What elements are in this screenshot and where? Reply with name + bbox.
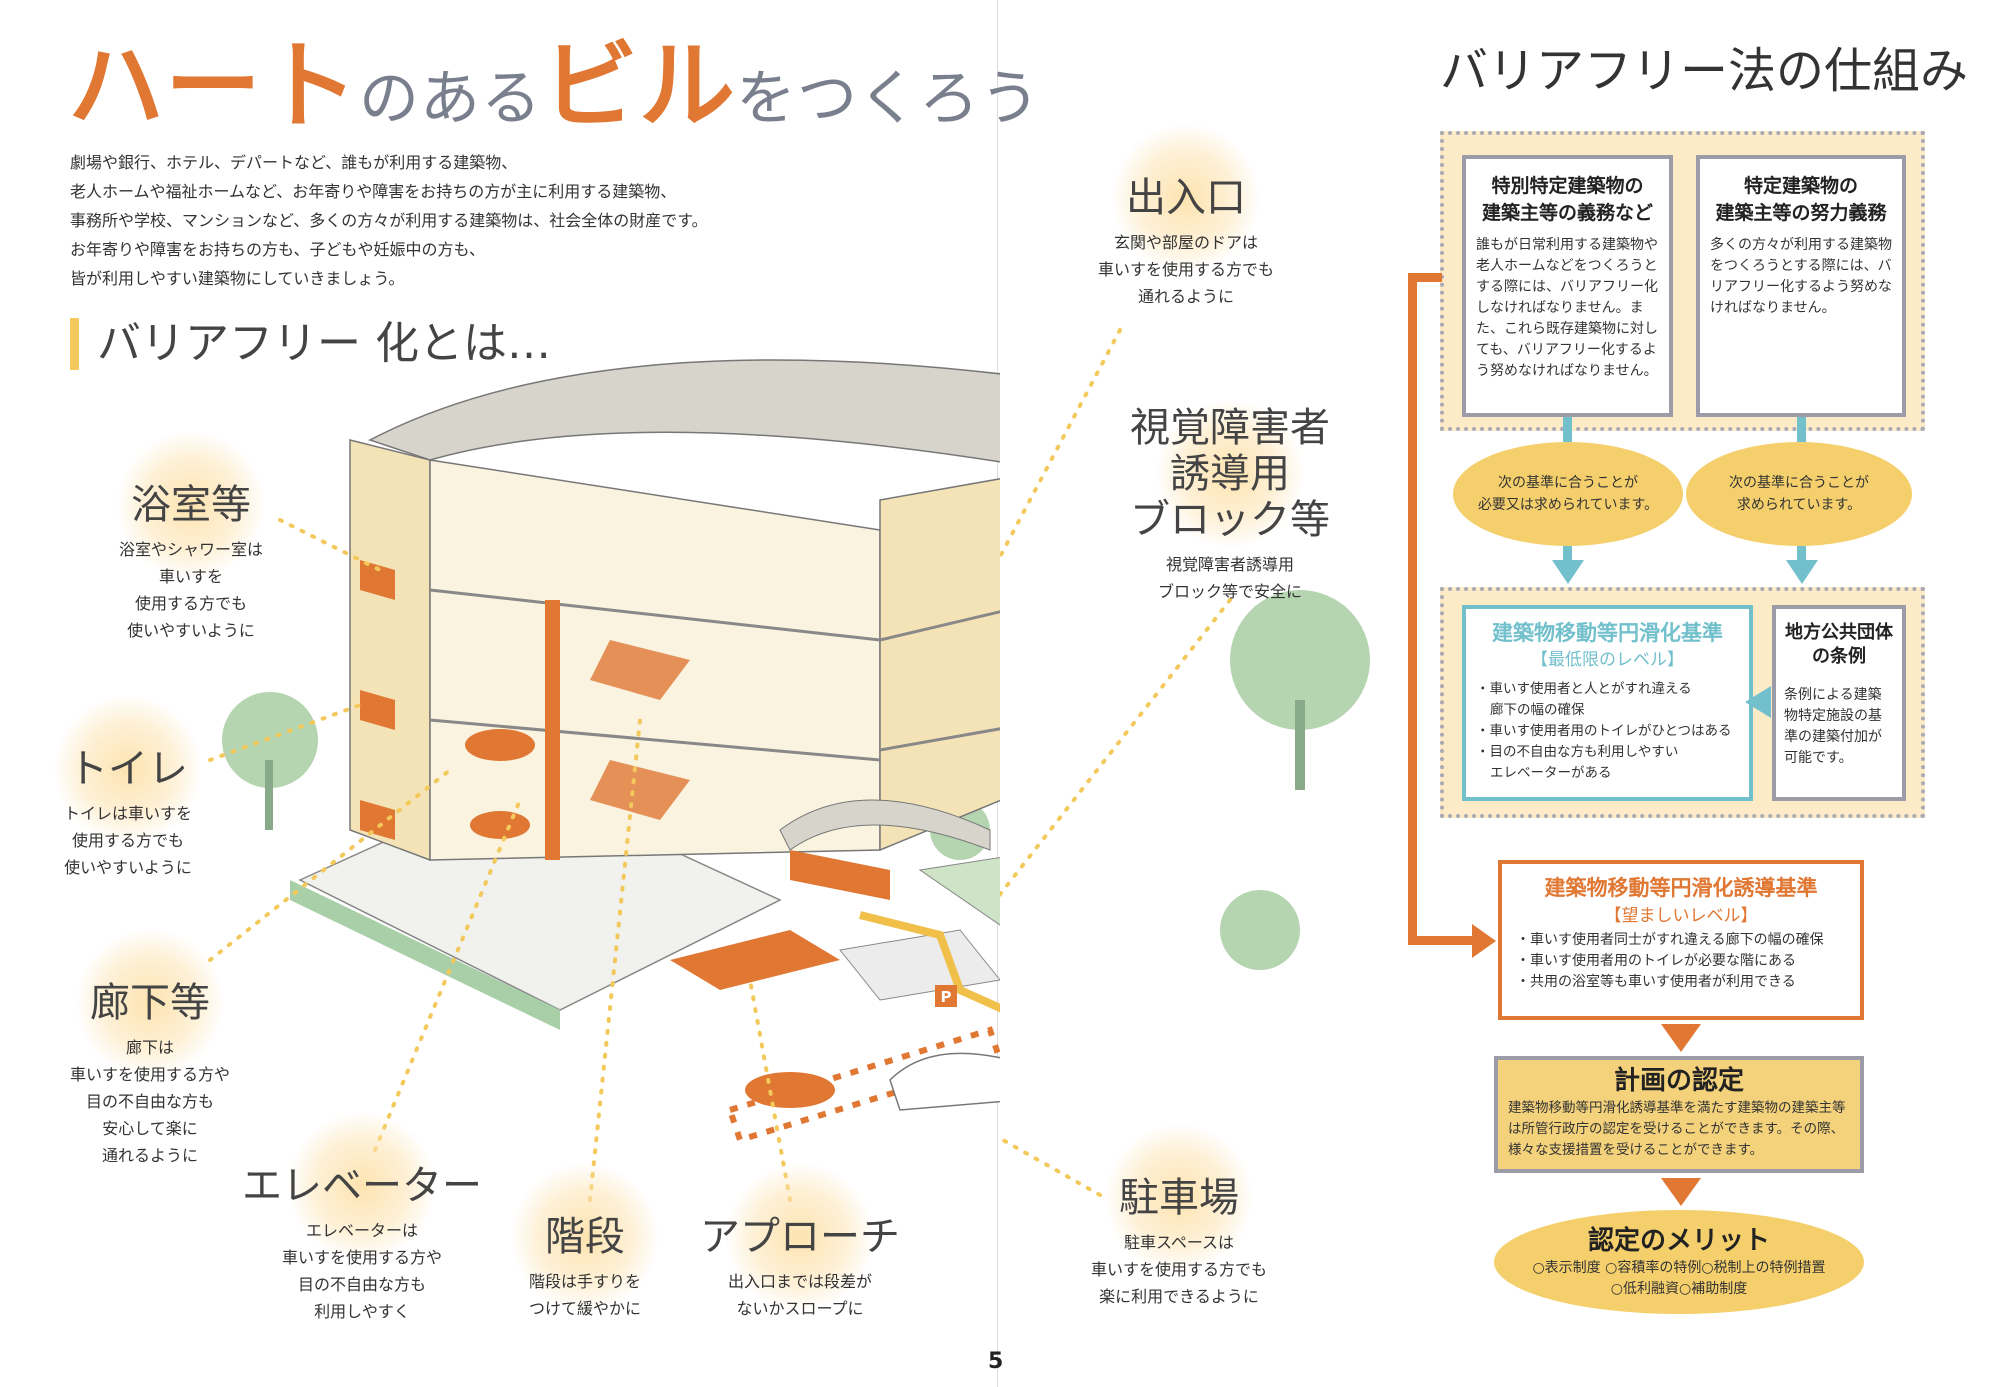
label-desc: エレベーターは車いすを使用する方や目の不自由な方も利用しやすく bbox=[281, 1221, 442, 1321]
connector bbox=[1563, 417, 1572, 442]
box-specified-buildings: 特定建築物の建築主等の努力義務 多くの方々が利用する建築物をつくろうとする際には… bbox=[1696, 155, 1906, 417]
building-illustration: P bbox=[208, 359, 1000, 1202]
intro-line: お年寄りや障害をお持ちの方も、子どもや妊娠中の方も、 bbox=[70, 240, 486, 259]
trees bbox=[1220, 590, 1370, 970]
label-title: 出入口 bbox=[1098, 175, 1274, 221]
merit-line: ○低利融資○補助制度 bbox=[1610, 1281, 1748, 1297]
intro-line: 劇場や銀行、ホテル、デパートなど、誰もが利用する建築物、 bbox=[70, 153, 518, 172]
list-item: 目の不自由な方も利用しやすい bbox=[1476, 742, 1739, 763]
induce-standard-box: 建築物移動等円滑化誘導基準 【望ましいレベル】 車いす使用者同士がすれ違える廊下… bbox=[1498, 860, 1864, 1020]
min-standard-level: 【最低限のレベル】 bbox=[1531, 650, 1684, 670]
list-item: エレベーターがある bbox=[1490, 765, 1612, 781]
label-title: 視覚障害者誘導用ブロック等 bbox=[1130, 405, 1330, 543]
connector bbox=[1797, 417, 1806, 442]
flow-line bbox=[1408, 273, 1442, 282]
label-desc: 階段は手すりをつけて緩やかに bbox=[528, 1272, 642, 1318]
approach-ramp bbox=[670, 911, 1000, 1013]
building-illustration-right bbox=[1000, 328, 1370, 1197]
label-desc: 浴室やシャワー室は車いすを使用する方でも使いやすいように bbox=[118, 540, 264, 640]
arrow-down-icon bbox=[1552, 560, 1584, 584]
label-desc: 駐車スペースは車いすを使用する方でも楽に利用できるように bbox=[1090, 1233, 1268, 1306]
list-item: 車いす使用者用のトイレが必要な階にある bbox=[1516, 951, 1846, 972]
label-title: 廊下等 bbox=[70, 980, 230, 1026]
arrow-down-icon bbox=[1661, 1178, 1701, 1206]
title-building: ビル bbox=[542, 30, 736, 142]
intro-line: 老人ホームや福祉ホームなど、お年寄りや障害をお持ちの方が主に利用する建築物、 bbox=[70, 182, 677, 201]
box-heading: 特別特定建築物の建築主等の義務など bbox=[1481, 175, 1653, 224]
label-tactile-blocks: 視覚障害者誘導用ブロック等視覚障害者誘導用ブロック等で安全に bbox=[1130, 405, 1330, 605]
label-title: エレベーター bbox=[242, 1163, 482, 1209]
certification-text: 建築物移動等円滑化誘導基準を満たす建築物の建築主等は所管行政庁の認定を受けること… bbox=[1508, 1100, 1846, 1158]
certification-box: 計画の認定 建築物移動等円滑化誘導基準を満たす建築物の建築主等は所管行政庁の認定… bbox=[1494, 1056, 1864, 1173]
label-stairs: 階段階段は手すりをつけて緩やかに bbox=[529, 1214, 641, 1322]
label-toilet: トイレトイレは車いすを使用する方でも使いやすいように bbox=[64, 746, 192, 881]
list-item: 共用の浴室等も車いす使用者が利用できる bbox=[1516, 972, 1846, 993]
flow-line bbox=[1408, 936, 1478, 945]
connector bbox=[1563, 546, 1572, 564]
box-heading: 地方公共団体の条例 bbox=[1785, 622, 1893, 667]
local-ordinance-box: 地方公共団体の条例 条例による建築物特定施設の基準の建築付加が可能です。 bbox=[1772, 605, 1906, 801]
box-heading: 特定建築物の建築主等の努力義務 bbox=[1715, 175, 1887, 224]
box-text: 誰もが日常利用する建築物や老人ホームなどをつくろうとする際には、バリアフリー化し… bbox=[1476, 237, 1658, 379]
merit-line: ○表示制度 ○容積率の特例○税制上の特例措置 bbox=[1532, 1260, 1826, 1276]
title-part: のある bbox=[359, 64, 542, 134]
label-title: 駐車場 bbox=[1091, 1175, 1267, 1221]
title-part: をつくろう bbox=[736, 64, 1041, 134]
title-heart: ハート bbox=[68, 30, 359, 142]
label-desc: 玄関や部屋のドアは車いすを使用する方でも通れるように bbox=[1097, 233, 1275, 306]
label-bathroom: 浴室等浴室やシャワー室は車いすを使用する方でも使いやすいように bbox=[119, 482, 263, 644]
arrow-left-icon bbox=[1745, 686, 1771, 718]
label-corridor: 廊下等廊下は車いすを使用する方や目の不自由な方も安心して楽に通れるように bbox=[70, 980, 230, 1169]
leader-lines bbox=[1000, 328, 1232, 1197]
label-title: アプローチ bbox=[700, 1214, 900, 1260]
building bbox=[349, 359, 1000, 900]
label-title: 浴室等 bbox=[119, 482, 263, 528]
label-desc: 廊下は車いすを使用する方や目の不自由な方も安心して楽に通れるように bbox=[69, 1038, 231, 1165]
min-standard-list: 車いす使用者と人とがすれ違える 廊下の幅の確保 車いす使用者用のトイレがひとつは… bbox=[1476, 679, 1739, 784]
page-number: 5 bbox=[988, 1349, 1004, 1374]
requirement-ellipse-1: 次の基準に合うことが必要又は求められています。 bbox=[1453, 442, 1683, 546]
label-parking: 駐車場駐車スペースは車いすを使用する方でも楽に利用できるように bbox=[1091, 1175, 1267, 1310]
label-approach: アプローチ出入口までは段差がないかスロープに bbox=[700, 1214, 900, 1322]
law-title: バリアフリー法の仕組み bbox=[1440, 43, 1969, 99]
parking-sign: P bbox=[941, 988, 952, 1006]
list-item: 車いす使用者用のトイレがひとつはある bbox=[1476, 721, 1739, 742]
merit-ellipse: 認定のメリット ○表示制度 ○容積率の特例○税制上の特例措置 ○低利融資○補助制… bbox=[1494, 1210, 1864, 1314]
list-item: 車いす使用者同士がすれ違える廊下の幅の確保 bbox=[1516, 930, 1846, 951]
label-entrance: 出入口玄関や部屋のドアは車いすを使用する方でも通れるように bbox=[1098, 175, 1274, 310]
label-desc: 出入口までは段差がないかスロープに bbox=[727, 1272, 872, 1318]
intro-text: 劇場や銀行、ホテル、デパートなど、誰もが利用する建築物、 老人ホームや福祉ホーム… bbox=[70, 148, 708, 293]
arrow-down-icon bbox=[1661, 1024, 1701, 1052]
arrow-right-icon bbox=[1472, 924, 1496, 958]
label-title: 階段 bbox=[529, 1214, 641, 1260]
min-standard-box: 建築物移動等円滑化基準 【最低限のレベル】 車いす使用者と人とがすれ違える 廊下… bbox=[1462, 605, 1753, 801]
box-special-buildings: 特別特定建築物の建築主等の義務など 誰もが日常利用する建築物や老人ホームなどをつ… bbox=[1462, 155, 1673, 417]
list-item: 車いす使用者と人とがすれ違える bbox=[1476, 679, 1739, 700]
box-text: 条例による建築物特定施設の基準の建築付加が可能です。 bbox=[1784, 687, 1882, 766]
section-heading: バリアフリー 化とは… bbox=[70, 318, 551, 370]
connector bbox=[1797, 546, 1806, 564]
induce-standard-list: 車いす使用者同士がすれ違える廊下の幅の確保 車いす使用者用のトイレが必要な階にあ… bbox=[1516, 930, 1846, 993]
flow-line bbox=[1408, 273, 1417, 945]
induce-standard-level: 【望ましいレベル】 bbox=[1604, 906, 1758, 926]
min-standard-heading: 建築物移動等円滑化基準 bbox=[1492, 621, 1723, 645]
arrow-down-icon bbox=[1786, 560, 1818, 584]
label-elevator: エレベーターエレベーターは車いすを使用する方や目の不自由な方も利用しやすく bbox=[242, 1163, 482, 1325]
requirement-ellipse-2: 次の基準に合うことが求められています。 bbox=[1686, 442, 1912, 546]
label-desc: トイレは車いすを使用する方でも使いやすいように bbox=[63, 804, 193, 877]
parking-area: P bbox=[726, 985, 1000, 1144]
label-title: トイレ bbox=[64, 746, 192, 792]
intro-line: 皆が利用しやすい建築物にしていきましょう。 bbox=[70, 269, 405, 288]
box-text: 多くの方々が利用する建築物をつくろうとする際には、バリアフリー化するよう努めなけ… bbox=[1710, 237, 1892, 316]
list-item: 廊下の幅の確保 bbox=[1490, 702, 1585, 718]
label-desc: 視覚障害者誘導用ブロック等で安全に bbox=[1157, 555, 1302, 601]
page-title: ハートのあるビルをつくろう bbox=[68, 36, 1041, 136]
induce-standard-heading: 建築物移動等円滑化誘導基準 bbox=[1544, 876, 1818, 900]
certification-heading: 計画の認定 bbox=[1613, 1066, 1744, 1096]
merit-heading: 認定のメリット bbox=[1587, 1226, 1770, 1256]
intro-line: 事務所や学校、マンションなど、多くの方々が利用する建築物は、社会全体の財産です。 bbox=[70, 211, 708, 230]
